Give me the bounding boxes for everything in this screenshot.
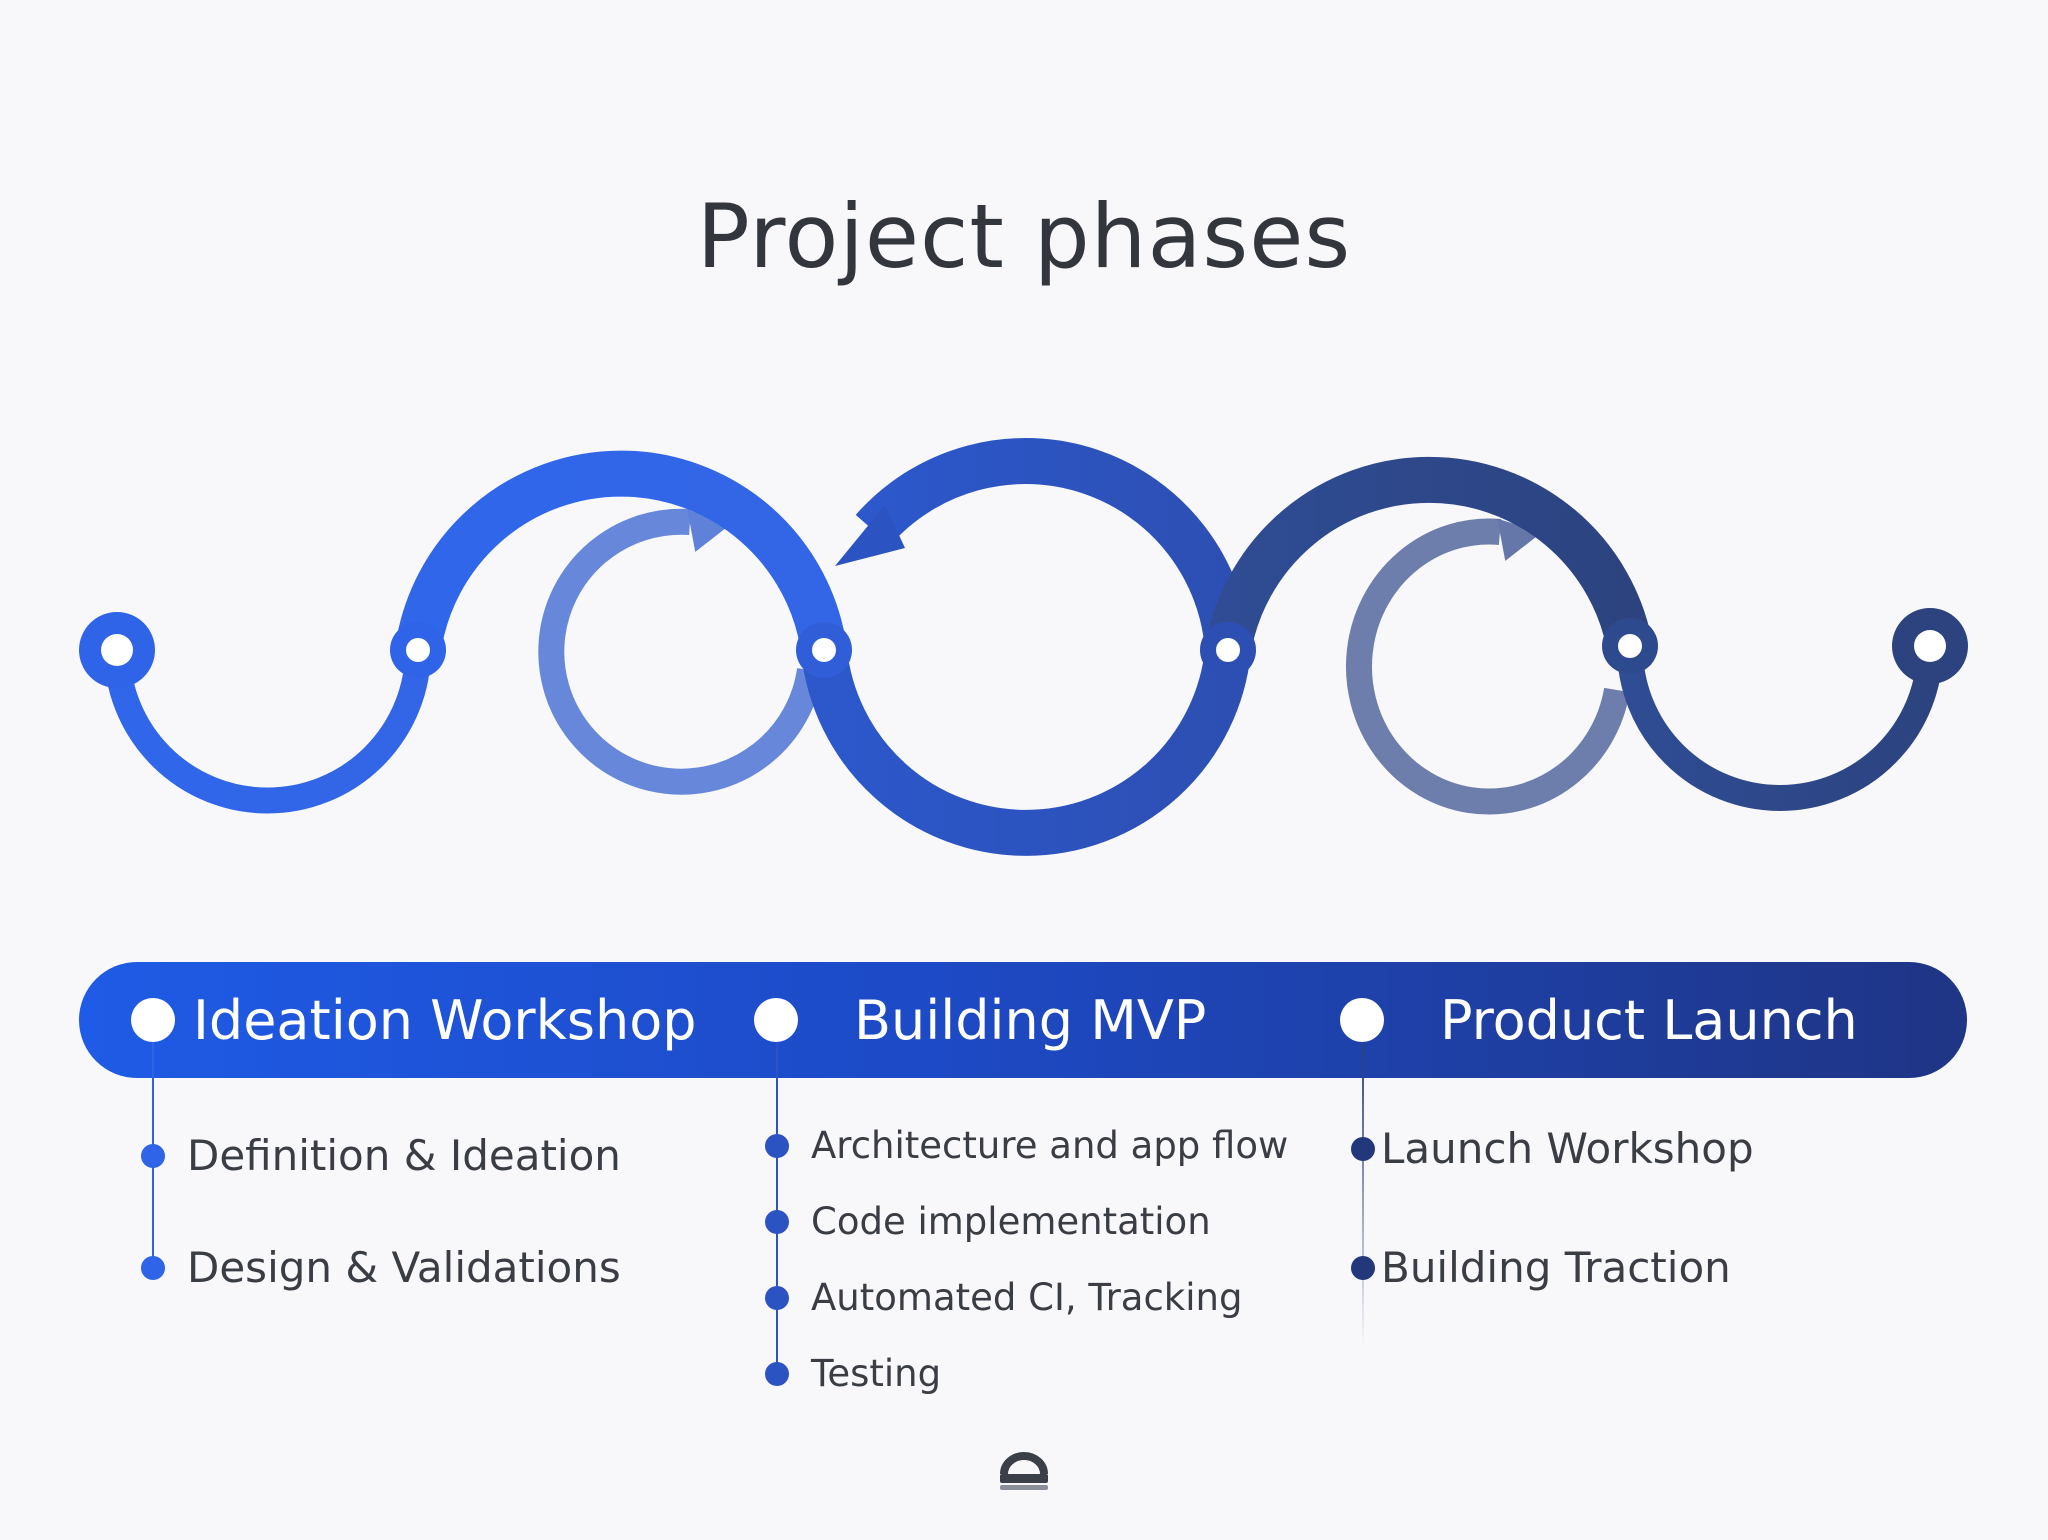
phase-dot — [131, 998, 175, 1042]
wave-node — [390, 622, 446, 678]
wave-node — [1892, 608, 1968, 684]
phase-product-launch: Product Launch — [1340, 962, 1858, 1078]
bullet-dot — [141, 1255, 165, 1280]
list-item: Automated CI, Tracking — [765, 1276, 1242, 1319]
phase-label: Product Launch — [1440, 988, 1858, 1052]
wave-node — [1200, 622, 1256, 678]
logo-icon — [1000, 1452, 1048, 1490]
list-item: Design & Validations — [141, 1243, 621, 1292]
list-item-label: Architecture and app flow — [811, 1124, 1289, 1167]
phase-bar: Ideation Workshop Building MVP Product L… — [79, 962, 1967, 1078]
connector-line — [1362, 1042, 1364, 1347]
list-item-label: Design & Validations — [187, 1243, 621, 1292]
bullet-dot — [765, 1209, 789, 1234]
bullet-dot — [141, 1143, 165, 1168]
phase-building-mvp: Building MVP — [754, 962, 1206, 1078]
list-item: Code implementation — [765, 1200, 1211, 1243]
phase-dot — [754, 998, 798, 1042]
list-item-label: Code implementation — [811, 1200, 1211, 1243]
list-item: Launch Workshop — [1351, 1124, 1754, 1173]
bullet-dot — [765, 1285, 789, 1310]
wave-node — [1602, 618, 1658, 674]
phase-wave-diagram — [79, 438, 1968, 856]
list-item-label: Testing — [811, 1352, 942, 1395]
list-item: Building Traction — [1351, 1243, 1731, 1292]
list-item: Architecture and app flow — [765, 1124, 1288, 1167]
phase-label: Ideation Workshop — [193, 988, 697, 1052]
phase-2-wave — [801, 438, 1251, 856]
page-title: Project phases — [696, 185, 1352, 288]
phase-1-wave — [104, 450, 847, 814]
bullet-dot — [1351, 1136, 1375, 1161]
list-item: Testing — [765, 1352, 941, 1395]
list-item-label: Automated CI, Tracking — [811, 1276, 1243, 1319]
list-item-label: Launch Workshop — [1381, 1124, 1754, 1173]
phase-ideation-workshop: Ideation Workshop — [131, 962, 697, 1078]
connector-line — [776, 1042, 778, 1370]
list-item: Definition & Ideation — [141, 1131, 621, 1180]
phase-dot — [1340, 998, 1384, 1042]
list-item-label: Definition & Ideation — [187, 1131, 621, 1180]
bullet-dot — [765, 1133, 789, 1158]
list-item-label: Building Traction — [1381, 1243, 1731, 1292]
arrow-head-icon — [835, 505, 905, 566]
phase-label: Building MVP — [854, 988, 1207, 1052]
wave-node — [79, 612, 155, 688]
bullet-dot — [1351, 1255, 1375, 1280]
wave-node — [796, 622, 852, 678]
bullet-dot — [765, 1361, 789, 1386]
phase-3-wave — [1205, 456, 1943, 811]
